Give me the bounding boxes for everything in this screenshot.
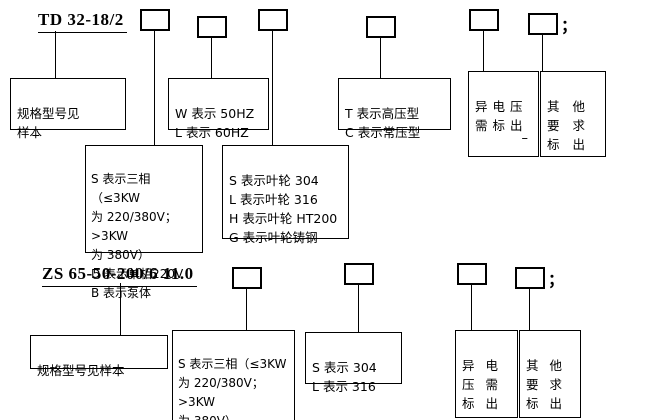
connector-bottom-phase xyxy=(246,289,247,330)
code-box-bottom-3 xyxy=(457,263,487,285)
code-box-top-3 xyxy=(258,9,288,31)
note-text: T 表示高压型 C 表示常压型 xyxy=(345,106,421,140)
note-text: 其他 要求 标出 xyxy=(526,358,574,411)
connector-top-pressure xyxy=(380,38,381,78)
note-text: 其他 要求 标出 xyxy=(547,99,599,152)
connector-top-phase xyxy=(154,31,155,145)
note-text: 规格型号见样本 xyxy=(37,363,125,378)
note-text: S 表示三相（≤3KW 为 220/380V；>3KW 为 380V） D 表示… xyxy=(91,172,184,300)
model-label-td: TD 32-18/2 xyxy=(38,10,127,33)
code-box-top-2 xyxy=(197,16,227,38)
note-bottom-material: S 表示 304 L 表示 316 xyxy=(305,332,402,394)
note-text: S 表示叶轮 304 L 表示叶轮 316 H 表示叶轮 HT200 G 表示叶… xyxy=(229,173,338,245)
note-text: S 表示 304 L 表示 316 xyxy=(312,360,377,394)
voltage-dash: – xyxy=(521,131,529,146)
note-text: 异电 压需 标出 xyxy=(462,358,510,411)
code-box-top-6 xyxy=(528,13,558,35)
connector-bottom-spec xyxy=(120,283,121,335)
connector-bottom-voltage xyxy=(471,285,472,330)
note-top-other: 其他 要求 标出 xyxy=(540,71,606,157)
connector-bottom-other xyxy=(529,289,530,330)
note-text: 异电压 需标出 xyxy=(475,99,528,133)
note-top-impeller: S 表示叶轮 304 L 表示叶轮 316 H 表示叶轮 HT200 G 表示叶… xyxy=(222,145,349,245)
terminator-top: ； xyxy=(561,16,578,35)
code-box-top-1 xyxy=(140,9,170,31)
connector-top-other xyxy=(542,35,543,71)
terminator-bottom: ； xyxy=(548,270,565,289)
note-bottom-spec: 规格型号见样本 xyxy=(30,335,168,378)
model-label-zs: ZS 65-50-200/6 11.0 xyxy=(42,264,197,287)
connector-bottom-material xyxy=(358,285,359,332)
note-top-voltage: 异电压 需标出 – xyxy=(468,71,539,157)
connector-top-impeller xyxy=(272,31,273,145)
note-top-spec: 规格型号见 样本 xyxy=(10,78,126,140)
connector-top-spec xyxy=(55,31,56,78)
code-box-bottom-4 xyxy=(515,267,545,289)
note-text: 规格型号见 样本 xyxy=(17,106,80,140)
note-text: W 表示 50HZ L 表示 60HZ xyxy=(175,106,255,140)
note-bottom-other: 其他 要求 标出 xyxy=(519,330,581,418)
note-top-frequency: W 表示 50HZ L 表示 60HZ xyxy=(168,78,269,140)
code-box-bottom-1 xyxy=(232,267,262,289)
note-top-phase: S 表示三相（≤3KW 为 220/380V；>3KW 为 380V） D 表示… xyxy=(85,145,203,300)
note-bottom-voltage: 异电 压需 标出 xyxy=(455,330,518,418)
note-bottom-phase: S 表示三相（≤3KW 为 220/380V；>3KW 为 380V） D 表示… xyxy=(172,330,295,420)
note-text: S 表示三相（≤3KW 为 220/380V；>3KW 为 380V） D 表示… xyxy=(178,357,287,420)
code-box-bottom-2 xyxy=(344,263,374,285)
connector-top-voltage xyxy=(483,31,484,71)
connector-top-frequency xyxy=(211,38,212,78)
code-box-top-5 xyxy=(469,9,499,31)
code-box-top-4 xyxy=(366,16,396,38)
note-top-pressure: T 表示高压型 C 表示常压型 xyxy=(338,78,451,140)
